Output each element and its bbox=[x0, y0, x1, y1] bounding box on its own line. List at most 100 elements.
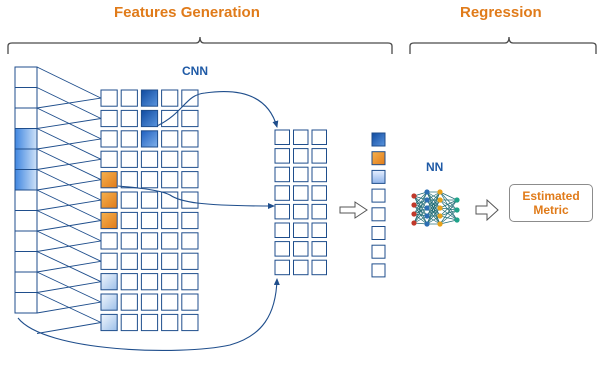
nn-connection bbox=[439, 199, 458, 211]
input-cell bbox=[14, 292, 38, 314]
cnn-cell bbox=[181, 109, 199, 128]
pooled-cell bbox=[311, 185, 327, 201]
nn-node bbox=[424, 189, 430, 195]
pooled-cell bbox=[293, 129, 309, 145]
input-cell bbox=[14, 251, 38, 273]
cnn-cell bbox=[120, 109, 138, 128]
cnn-cell bbox=[140, 211, 159, 230]
nn-connection bbox=[439, 199, 458, 209]
cnn-cell bbox=[140, 313, 159, 332]
cnn-cell bbox=[100, 273, 118, 291]
nn-connection bbox=[439, 207, 458, 221]
nn-node bbox=[411, 202, 417, 208]
nn-connection bbox=[413, 213, 428, 225]
nn-connection bbox=[439, 199, 458, 217]
cnn-cell bbox=[181, 293, 199, 311]
input-cell bbox=[14, 169, 38, 191]
cnn-cell bbox=[120, 191, 138, 209]
cnn-cell bbox=[161, 293, 179, 311]
nn-connection bbox=[439, 209, 458, 217]
cnn-cell bbox=[100, 89, 118, 107]
vector-cell bbox=[371, 188, 386, 203]
pooled-cell bbox=[293, 222, 309, 238]
cnn-cell bbox=[140, 293, 159, 311]
pooled-cell bbox=[311, 203, 327, 220]
pooled-cell bbox=[293, 166, 309, 183]
cnn-cell bbox=[140, 252, 159, 270]
cnn-cell bbox=[100, 211, 118, 230]
pooled-cell bbox=[311, 129, 327, 145]
cnn-cell bbox=[181, 171, 199, 189]
flattened-vector bbox=[371, 132, 386, 278]
nn-node bbox=[437, 205, 443, 211]
cnn-cell bbox=[140, 232, 159, 250]
nn-connection bbox=[426, 199, 441, 225]
neural-network-icon bbox=[411, 189, 460, 227]
cnn-cell bbox=[161, 252, 179, 270]
nn-node bbox=[424, 213, 430, 219]
cnn-cell bbox=[100, 109, 118, 128]
cnn-feature-map bbox=[100, 89, 199, 332]
cnn-cell bbox=[140, 89, 159, 107]
fan-line bbox=[36, 87, 102, 119]
cnn-cell bbox=[100, 150, 118, 168]
nn-connection bbox=[413, 207, 428, 224]
input-cell bbox=[14, 189, 38, 211]
nn-node bbox=[437, 197, 443, 203]
cnn-cell bbox=[181, 232, 199, 250]
nn-connection bbox=[413, 191, 428, 224]
vector-cell bbox=[371, 244, 386, 259]
vector-cell bbox=[371, 263, 386, 278]
cnn-cell bbox=[120, 293, 138, 311]
nn-node bbox=[437, 189, 443, 195]
pooled-cell bbox=[311, 259, 327, 276]
nn-connection bbox=[413, 191, 428, 215]
nn-node bbox=[411, 211, 417, 217]
nn-node bbox=[437, 213, 443, 219]
fan-line bbox=[36, 189, 102, 221]
pooled-cell bbox=[311, 148, 327, 164]
nn-node bbox=[454, 217, 460, 223]
vector-cell bbox=[371, 132, 386, 147]
nn-connection bbox=[439, 209, 458, 225]
fan-line bbox=[36, 128, 102, 160]
fan-line bbox=[36, 66, 102, 99]
pooled-cell bbox=[311, 241, 327, 257]
cnn-cell bbox=[161, 232, 179, 250]
pooled-cell bbox=[311, 222, 327, 238]
nn-node bbox=[454, 207, 460, 213]
fan-line bbox=[36, 322, 102, 334]
block-arrow-flatten bbox=[339, 201, 368, 219]
input-cell bbox=[14, 148, 38, 170]
cnn-cell bbox=[120, 252, 138, 270]
estimated-metric-box: Estimated Metric bbox=[509, 184, 593, 222]
pooled-cell bbox=[274, 222, 290, 238]
fan-line bbox=[36, 271, 102, 303]
input-cell bbox=[14, 271, 38, 293]
cnn-cell bbox=[181, 150, 199, 168]
curve-arrow-middle bbox=[117, 185, 275, 209]
cnn-cell bbox=[161, 191, 179, 209]
nn-connection bbox=[439, 207, 458, 211]
cnn-cell bbox=[161, 211, 179, 230]
cnn-label: CNN bbox=[182, 64, 208, 78]
nn-connection bbox=[426, 191, 441, 217]
pooled-cell bbox=[274, 241, 290, 257]
pooled-cell bbox=[293, 148, 309, 164]
cnn-cell bbox=[140, 273, 159, 291]
input-cell bbox=[14, 87, 38, 109]
pooled-cell bbox=[293, 241, 309, 257]
nn-node bbox=[424, 197, 430, 203]
regression-title: Regression bbox=[460, 4, 542, 21]
cnn-cell bbox=[140, 150, 159, 168]
fan-line bbox=[36, 148, 102, 181]
nn-connection bbox=[439, 191, 458, 201]
cnn-cell bbox=[181, 191, 199, 209]
pooled-cell bbox=[274, 166, 290, 183]
input-cell bbox=[14, 230, 38, 252]
input-cell bbox=[14, 210, 38, 232]
nn-node bbox=[411, 220, 417, 226]
curve-arrow-top bbox=[156, 90, 279, 128]
estimated-label: Estimated bbox=[522, 189, 580, 203]
